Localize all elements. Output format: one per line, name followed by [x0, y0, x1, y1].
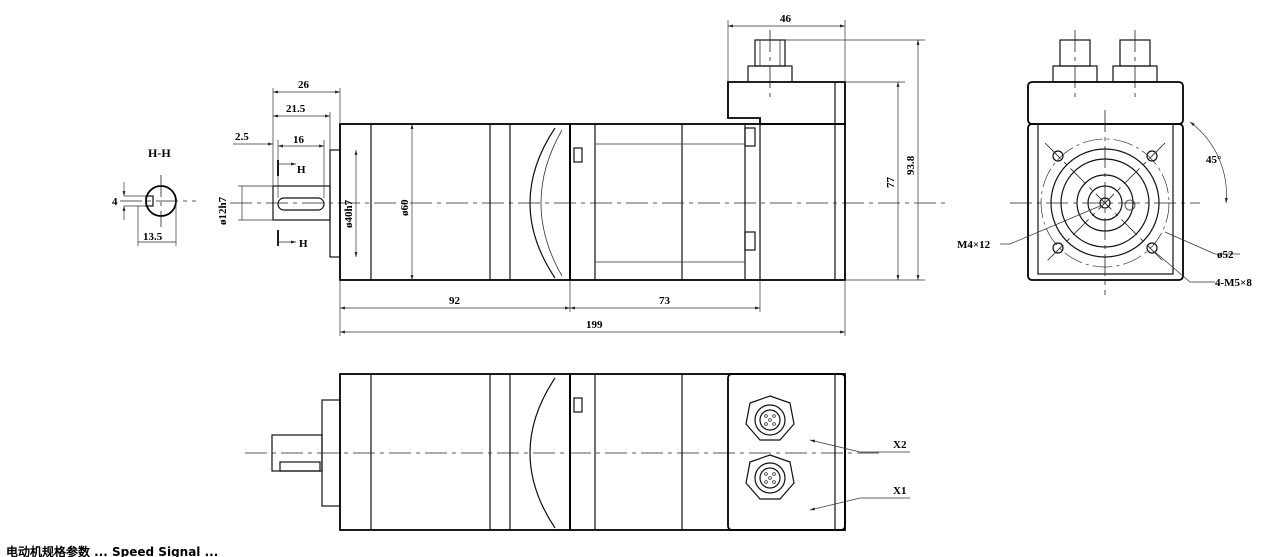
bottom-view: X2 X1	[245, 373, 910, 531]
section-hh-view: H-H 4 13.5	[112, 146, 196, 246]
pilot-flange	[329, 149, 341, 258]
section-label: H-H	[148, 146, 171, 160]
connector-housing	[727, 81, 846, 125]
bottom-gearbox	[339, 373, 571, 531]
front-view: 46 93.8 77 ø60 ø40h7 ø12h7 26 21.5	[217, 13, 945, 336]
dim-93-8: 93.8	[905, 155, 917, 175]
dim-199: 199	[586, 319, 603, 331]
gearbox-body	[339, 123, 571, 281]
end-view: 45° M4×12 ø52 4-M5×8	[957, 30, 1252, 295]
key-slot	[145, 195, 154, 207]
dim-77: 77	[885, 177, 897, 189]
cut-mark-top: H	[297, 164, 306, 176]
angle-label: 45°	[1206, 154, 1221, 166]
x2-label: X2	[893, 439, 907, 451]
dim-21-5: 21.5	[286, 103, 306, 115]
dim-2-5: 2.5	[235, 131, 249, 143]
dim-shaft-dia: ø12h7	[217, 196, 229, 225]
dim-26: 26	[298, 79, 310, 91]
dim-92: 92	[449, 295, 461, 307]
end-connector-housing	[1027, 81, 1184, 125]
section-width-dim: 13.5	[143, 231, 163, 243]
thread-center-label: M4×12	[957, 239, 991, 251]
bottom-connector-plate	[727, 373, 846, 531]
footer-text: 电动机规格参数 ... Speed Signal ...	[6, 544, 218, 557]
shaft-key	[277, 197, 325, 211]
bottom-motor	[569, 373, 846, 531]
connector-x2	[745, 395, 795, 441]
dim-46: 46	[780, 13, 792, 25]
bolt-circle-label: ø52	[1217, 249, 1234, 261]
key-height-dim: 4	[112, 196, 118, 208]
dim-body-dia: ø60	[399, 199, 411, 216]
dim-16: 16	[293, 134, 305, 146]
motor-body	[569, 123, 846, 281]
cut-mark-bottom: H	[299, 238, 308, 250]
dim-73: 73	[659, 295, 671, 307]
connector-x1	[745, 454, 795, 500]
x1-label: X1	[893, 485, 906, 497]
dim-pilot-dia: ø40h7	[343, 199, 355, 228]
mount-holes-label: 4-M5×8	[1215, 277, 1252, 289]
